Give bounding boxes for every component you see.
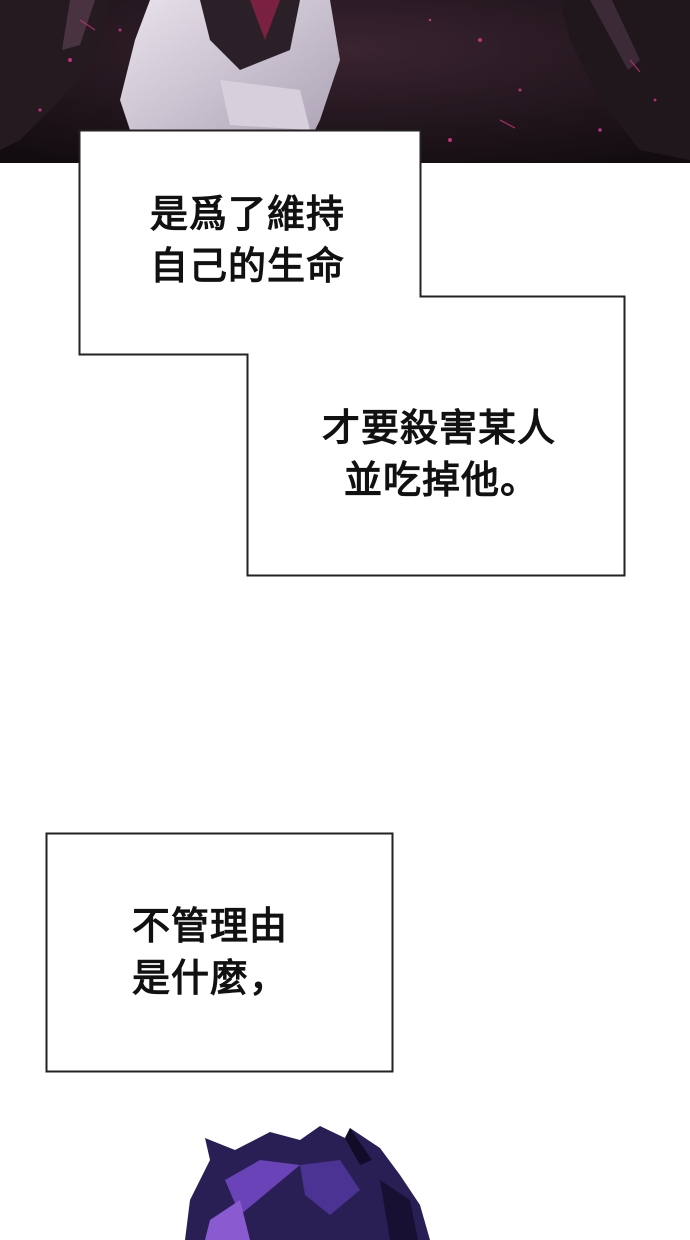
bottom-art-panel: 拷貝漫畫: [0, 1120, 690, 1240]
caption-third: 不管理由 是什麼，: [132, 900, 288, 1004]
dark-scene-illustration: [0, 0, 690, 163]
top-art-panel: [0, 0, 690, 163]
caption-first: 是爲了維持 自己的生命: [150, 188, 345, 292]
caption-second: 才要殺害某人 並吃掉他。: [322, 402, 556, 506]
caption-first-line-1: 是爲了維持: [150, 191, 346, 236]
watermark: 拷貝漫畫: [631, 1219, 684, 1233]
caption-second-line-1: 才要殺害某人: [322, 405, 557, 450]
caption-third-line-1: 不管理由: [132, 903, 289, 948]
caption-second-line-2: 並吃掉他。: [344, 457, 540, 502]
caption-first-line-2: 自己的生命: [150, 243, 346, 288]
purple-hair-illustration: [185, 1126, 430, 1240]
caption-third-line-2: 是什麼，: [132, 955, 289, 1000]
